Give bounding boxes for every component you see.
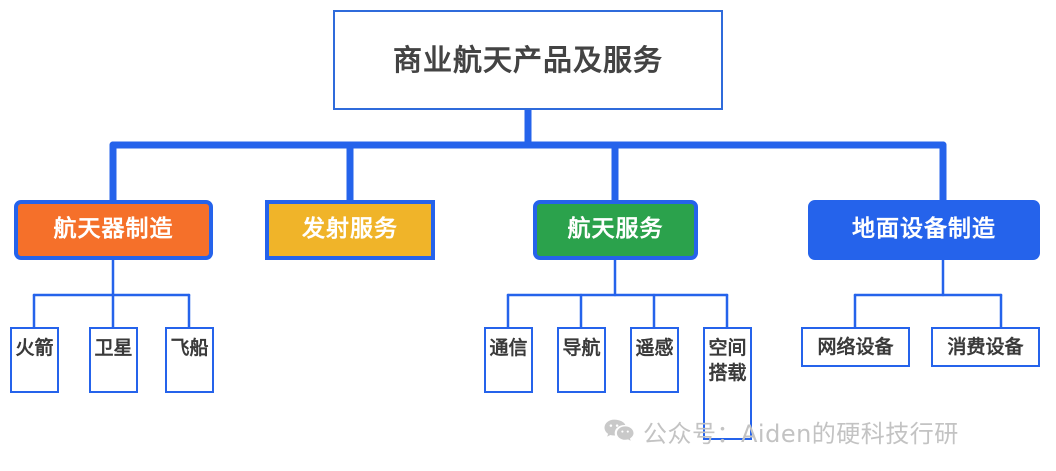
node-communication-label: 通信: [489, 337, 528, 359]
node-navigation[interactable]: 导航: [557, 327, 606, 393]
watermark-text: 公众号：Aiden的硬科技行研: [643, 420, 959, 448]
node-network-equipment-label: 网络设备: [817, 335, 894, 358]
node-ground-equipment-manufacturing[interactable]: 地面设备制造: [808, 200, 1040, 260]
node-space-payload[interactable]: 空间搭载: [703, 327, 752, 440]
node-satellite-label: 卫星: [94, 337, 133, 359]
node-rocket-label: 火箭: [15, 337, 54, 359]
wechat-icon: [604, 419, 634, 441]
watermark: 公众号：Aiden的硬科技行研: [604, 414, 959, 449]
node-launch-services[interactable]: 发射服务: [265, 200, 435, 260]
node-remote-sensing-label: 遥感: [635, 337, 674, 359]
node-root-label: 商业航天产品及服务: [392, 42, 663, 77]
node-ground-equipment-manufacturing-label: 地面设备制造: [852, 216, 996, 243]
node-spacecraft-manufacturing-label: 航天器制造: [53, 216, 174, 243]
node-rocket[interactable]: 火箭: [10, 327, 59, 393]
node-satellite[interactable]: 卫星: [89, 327, 138, 393]
node-navigation-label: 导航: [562, 337, 601, 359]
node-network-equipment[interactable]: 网络设备: [801, 327, 910, 367]
node-consumer-equipment-label: 消费设备: [947, 335, 1024, 358]
node-launch-services-label: 发射服务: [302, 216, 398, 243]
node-spaceship[interactable]: 飞船: [165, 327, 214, 393]
node-space-services[interactable]: 航天服务: [533, 200, 698, 260]
node-root[interactable]: 商业航天产品及服务: [333, 10, 723, 110]
node-consumer-equipment[interactable]: 消费设备: [931, 327, 1040, 367]
node-spacecraft-manufacturing[interactable]: 航天器制造: [14, 200, 213, 260]
node-spaceship-label: 飞船: [170, 337, 209, 359]
node-space-services-label: 航天服务: [567, 216, 664, 243]
node-remote-sensing[interactable]: 遥感: [630, 327, 679, 393]
node-space-payload-label: 空间搭载: [708, 337, 747, 385]
node-communication[interactable]: 通信: [484, 327, 533, 393]
